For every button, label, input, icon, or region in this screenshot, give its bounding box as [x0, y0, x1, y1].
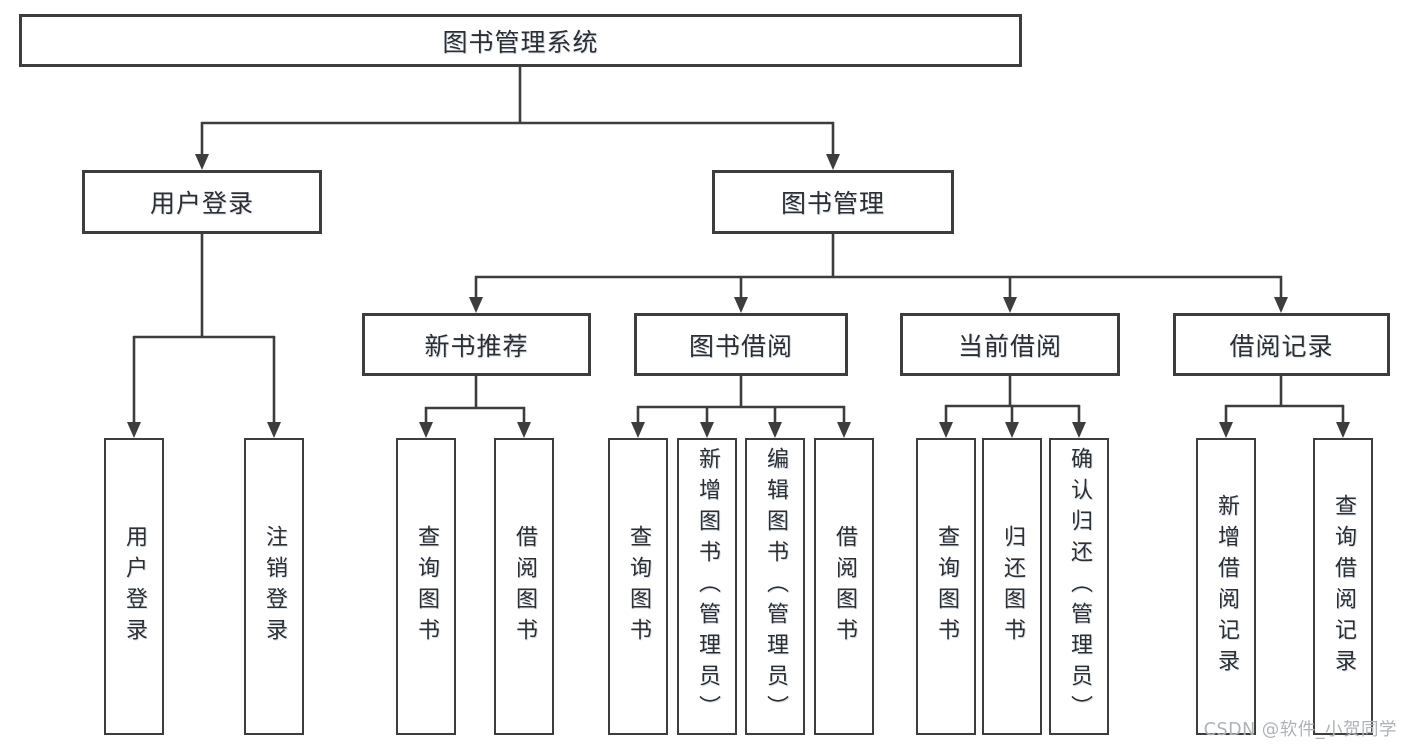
node-borrowing-records: 借阅记录 [1173, 313, 1390, 376]
node-query-books-current: 查询图书 [916, 438, 976, 735]
node-label: 图书管理 [780, 189, 885, 218]
node-label: 新增图书（管理员） [695, 447, 720, 726]
node-label: 借阅记录 [1229, 331, 1334, 361]
node-label: 归还图书 [1000, 524, 1025, 649]
node-borrow-books-borrowing: 借阅图书 [814, 438, 874, 735]
node-label: 查询图书 [626, 524, 651, 649]
node-add-borrow-record: 新增借阅记录 [1196, 438, 1256, 735]
node-label: 用户登录 [149, 189, 254, 218]
node-book-borrowing: 图书借阅 [634, 313, 848, 376]
node-user-login: 用户登录 [82, 170, 322, 234]
node-label: 查询图书 [934, 524, 959, 649]
node-label: 查询图书 [414, 524, 439, 649]
node-borrow-books-recommend: 借阅图书 [494, 438, 554, 735]
node-edit-books-admin: 编辑图书（管理员） [745, 438, 805, 735]
node-confirm-return-admin: 确认归还（管理员） [1049, 438, 1109, 735]
node-label: 新增借阅记录 [1214, 493, 1239, 680]
node-query-books-borrowing: 查询图书 [608, 438, 668, 735]
node-current-borrowing: 当前借阅 [900, 313, 1120, 376]
node-new-book-recommendation: 新书推荐 [362, 313, 591, 376]
node-query-books-recommend: 查询图书 [396, 438, 456, 735]
node-user-login-action: 用户登录 [104, 438, 164, 735]
node-label: 当前借阅 [957, 331, 1062, 361]
node-query-borrow-record: 查询借阅记录 [1313, 438, 1373, 735]
node-book-management: 图书管理 [712, 170, 954, 234]
node-label: 新书推荐 [424, 331, 529, 361]
node-label: 查询借阅记录 [1331, 493, 1356, 680]
node-library-management-system: 图书管理系统 [19, 14, 1022, 67]
node-label: 编辑图书（管理员） [763, 447, 788, 726]
node-return-books: 归还图书 [982, 438, 1042, 735]
node-logout: 注销登录 [244, 438, 304, 735]
node-label: 借阅图书 [832, 524, 857, 649]
node-label: 图书管理系统 [442, 27, 599, 57]
node-label: 确认归还（管理员） [1067, 447, 1092, 726]
node-label: 图书借阅 [688, 331, 793, 361]
node-label: 注销登录 [262, 524, 287, 649]
node-label: 用户登录 [122, 524, 147, 649]
node-add-books-admin: 新增图书（管理员） [677, 438, 737, 735]
csdn-watermark: CSDN @软件_小贺同学 [1203, 720, 1397, 740]
node-label: 借阅图书 [512, 524, 537, 649]
